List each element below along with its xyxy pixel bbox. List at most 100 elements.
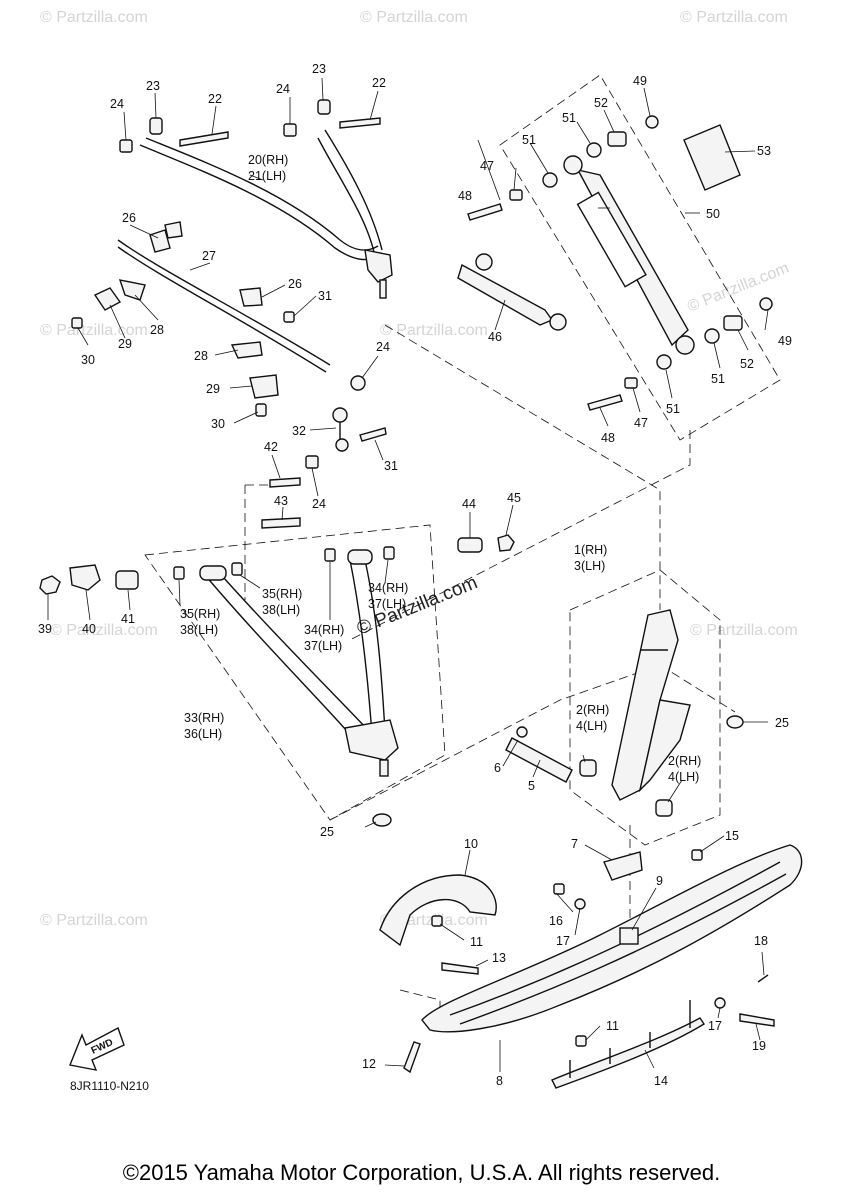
callout-label: 45 bbox=[507, 491, 521, 505]
bushing-37 bbox=[383, 546, 395, 560]
callout-label: 24 bbox=[276, 82, 290, 96]
callout-label: 16 bbox=[549, 914, 563, 928]
callout-label: 49 bbox=[778, 334, 792, 348]
watermark: © Partzilla.com bbox=[40, 9, 148, 26]
callout-label: 52 bbox=[594, 96, 608, 110]
nut-11 bbox=[431, 915, 443, 927]
lower-a-arm bbox=[39, 477, 515, 827]
callout-label: 28 bbox=[194, 349, 208, 363]
watermark: © Partzilla.com bbox=[685, 260, 791, 316]
callout-label: 23 bbox=[146, 79, 160, 93]
callout-label: 22 bbox=[208, 92, 222, 106]
callout-label: 38(LH) bbox=[262, 603, 300, 617]
callout-label: 51 bbox=[711, 372, 725, 386]
callout-label: 40 bbox=[82, 622, 96, 636]
bushing-35 bbox=[173, 566, 185, 580]
watermark: © Partzilla.com bbox=[40, 912, 148, 929]
callout-label: 5 bbox=[528, 779, 535, 793]
bolt-31 bbox=[359, 427, 387, 442]
callout-label: 17 bbox=[708, 1019, 722, 1033]
callout-label: 17 bbox=[556, 934, 570, 948]
nut-11 bbox=[575, 1035, 587, 1047]
callout-label: 44 bbox=[462, 497, 476, 511]
nut-24 bbox=[119, 139, 133, 153]
shock-absorber bbox=[457, 115, 773, 411]
collar-47 bbox=[624, 377, 638, 389]
callout-label: 27 bbox=[202, 249, 216, 263]
callout-label: 1(RH) bbox=[574, 543, 607, 557]
bushing-26 bbox=[239, 287, 263, 307]
sway-bar bbox=[71, 221, 387, 469]
callout-label: 47 bbox=[480, 159, 494, 173]
bolt-30 bbox=[71, 317, 83, 329]
callout-label: 38(LH) bbox=[180, 623, 218, 637]
nut-39 bbox=[39, 575, 61, 595]
spindle bbox=[505, 609, 744, 817]
callout-label: 4(LH) bbox=[668, 770, 699, 784]
lower-arm-group-outline bbox=[144, 524, 446, 821]
callout-label: 15 bbox=[725, 829, 739, 843]
nut-25 bbox=[372, 813, 392, 827]
callout-label: 9 bbox=[656, 874, 663, 888]
watermark: © Partzilla.com bbox=[380, 322, 488, 339]
shock-group-outline bbox=[499, 74, 781, 441]
upper-a-arm bbox=[119, 99, 393, 299]
callout-label: 19 bbox=[752, 1039, 766, 1053]
bolt-31 bbox=[283, 311, 295, 323]
runner-14 bbox=[551, 1017, 705, 1089]
callout-label: 8 bbox=[496, 1074, 503, 1088]
washer-17 bbox=[574, 898, 586, 910]
bolt-19 bbox=[739, 1013, 775, 1027]
callout-label: 29 bbox=[118, 337, 132, 351]
spacer-51 bbox=[704, 328, 720, 344]
callout-label: 30 bbox=[81, 353, 95, 367]
nut-49 bbox=[759, 297, 773, 311]
diagram-code: 8JR1110-N210 bbox=[70, 1079, 149, 1093]
link-32 bbox=[332, 407, 348, 423]
plate-9 bbox=[619, 927, 639, 945]
callout-label: 31 bbox=[318, 289, 332, 303]
fwd-arrow-icon: FWD bbox=[69, 1027, 125, 1071]
callout-label: 50 bbox=[706, 207, 720, 221]
leader-lines bbox=[47, 77, 769, 1072]
callout-label: 26 bbox=[288, 277, 302, 291]
callout-label: 24 bbox=[376, 340, 390, 354]
nut-16 bbox=[553, 883, 565, 895]
callout-label: 39 bbox=[38, 622, 52, 636]
bolt-42 bbox=[269, 477, 301, 488]
damper-46 bbox=[457, 263, 554, 326]
callout-label: 31 bbox=[384, 459, 398, 473]
bushing-4 bbox=[655, 799, 673, 817]
handle-10 bbox=[379, 874, 497, 947]
clamp-29 bbox=[93, 287, 122, 311]
label-53 bbox=[683, 124, 741, 191]
callout-label: 34(RH) bbox=[368, 581, 408, 595]
bushing-23 bbox=[317, 99, 331, 115]
bolt-12 bbox=[403, 1041, 421, 1074]
bolt-30 bbox=[255, 403, 267, 417]
spacer-51 bbox=[586, 142, 602, 158]
callout-label: 26 bbox=[122, 211, 136, 225]
callout-label: 12 bbox=[362, 1057, 376, 1071]
washer-17 bbox=[714, 997, 726, 1009]
ski-assembly bbox=[379, 844, 803, 1089]
callout-label: 41 bbox=[121, 612, 135, 626]
callout-label: 25 bbox=[775, 716, 789, 730]
collar-52 bbox=[723, 315, 743, 331]
callout-label: 51 bbox=[522, 133, 536, 147]
washer-6 bbox=[516, 726, 528, 738]
callout-label: 51 bbox=[666, 402, 680, 416]
callout-label: 46 bbox=[488, 330, 502, 344]
callout-label: 37(LH) bbox=[304, 639, 342, 653]
callout-label: 29 bbox=[206, 382, 220, 396]
callout-label: 48 bbox=[601, 431, 615, 445]
ski-8 bbox=[421, 844, 803, 1033]
bolt-48 bbox=[467, 203, 503, 221]
callout-label: 21(LH) bbox=[248, 169, 286, 183]
callout-label: 13 bbox=[492, 951, 506, 965]
callout-label: 11 bbox=[606, 1019, 619, 1033]
collar-41 bbox=[115, 570, 139, 590]
collar-47 bbox=[509, 189, 523, 201]
collar-52 bbox=[607, 131, 627, 147]
callout-label: 2(RH) bbox=[668, 754, 701, 768]
